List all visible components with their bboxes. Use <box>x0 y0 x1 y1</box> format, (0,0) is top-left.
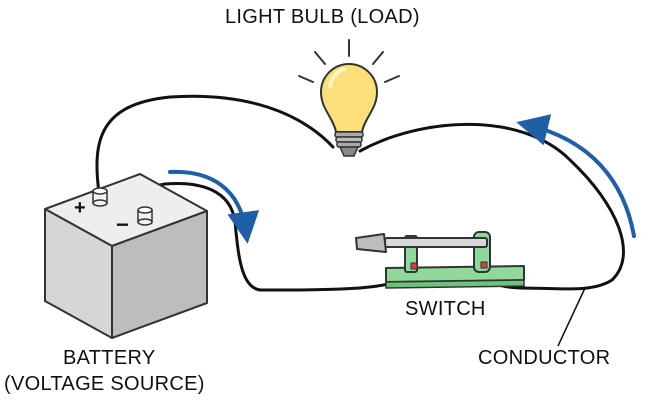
switch-handle <box>355 233 387 253</box>
switch-terminal-left <box>410 262 418 270</box>
battery: + − <box>44 173 208 339</box>
positive-terminal-sign: + <box>74 197 86 219</box>
switch-blade <box>384 237 488 248</box>
bulb-rays <box>298 39 400 83</box>
current-arrow-left <box>168 169 260 244</box>
battery-terminal-positive <box>92 187 108 207</box>
light-bulb <box>298 39 400 157</box>
switch-terminal-right <box>480 261 488 269</box>
bulb-base <box>334 131 364 157</box>
battery-sublabel: (VOLTAGE SOURCE) <box>4 373 205 395</box>
current-arrow-right <box>516 114 636 238</box>
bulb-glass <box>319 63 379 133</box>
switch-label: SWITCH <box>405 298 486 320</box>
wire-bulb-to-right <box>358 122 625 291</box>
knife-switch <box>355 231 525 289</box>
wire-positive-to-bulb <box>95 94 335 195</box>
battery-right-face <box>111 210 208 339</box>
conductor-label: CONDUCTOR <box>478 347 611 369</box>
negative-terminal-sign: − <box>116 212 129 237</box>
bulb-label: LIGHT BULB (LOAD) <box>225 6 420 28</box>
conductor-leader-line <box>557 287 586 347</box>
battery-terminal-negative <box>137 206 153 226</box>
battery-label: BATTERY <box>63 347 156 369</box>
current-flow-arrows <box>168 114 636 244</box>
